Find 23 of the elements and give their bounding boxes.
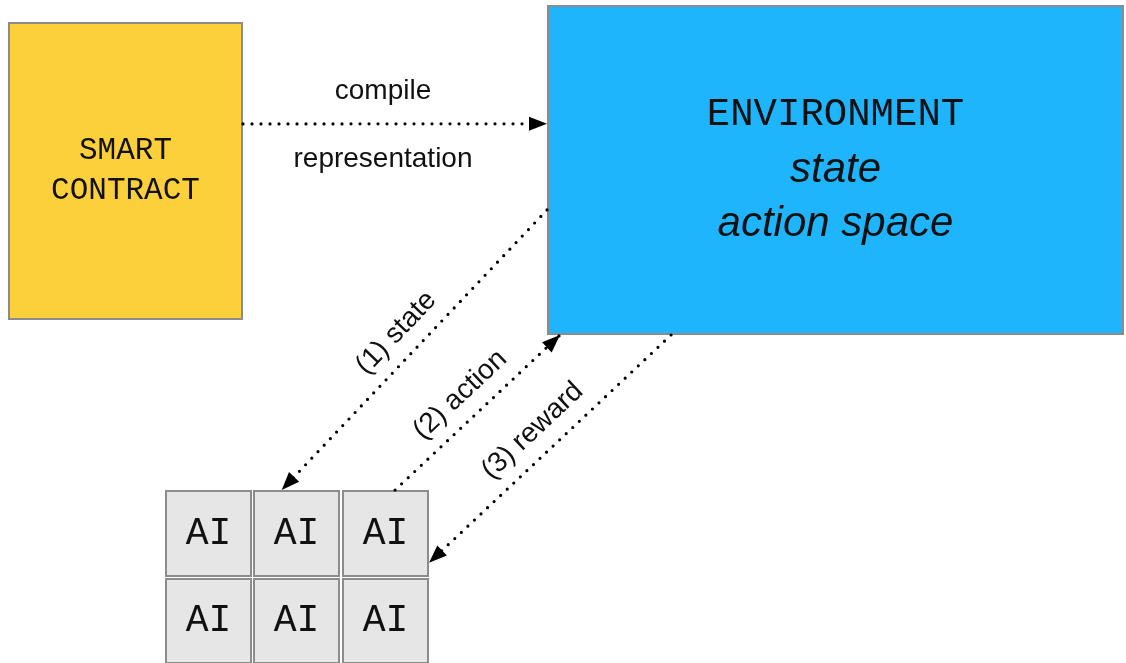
node-label: action space (717, 197, 954, 248)
dotted-arrow (280, 208, 549, 492)
node-label: AI (273, 510, 320, 557)
contract-box (8, 22, 243, 320)
dotted-arrow (427, 333, 673, 565)
dotted-arrow (393, 333, 562, 492)
node-label: state (789, 142, 882, 193)
node-label: AI (185, 598, 232, 645)
node-label: AI (362, 598, 409, 645)
ai-cell (165, 490, 252, 577)
environment-box (547, 5, 1124, 335)
node-title: ENVIRONMENT (706, 92, 965, 140)
node-label: SMART CONTRACT (50, 131, 201, 210)
node-label: AI (273, 598, 320, 645)
ai-cell (342, 578, 429, 663)
node-label: AI (362, 510, 409, 557)
ai-cell (342, 490, 429, 577)
ai-cell (165, 578, 252, 663)
edge-label: compile representation (292, 72, 474, 175)
ai-cell (253, 578, 340, 663)
node-label: AI (185, 510, 232, 557)
ai-cell (253, 490, 340, 577)
dotted-arrow (241, 116, 549, 131)
